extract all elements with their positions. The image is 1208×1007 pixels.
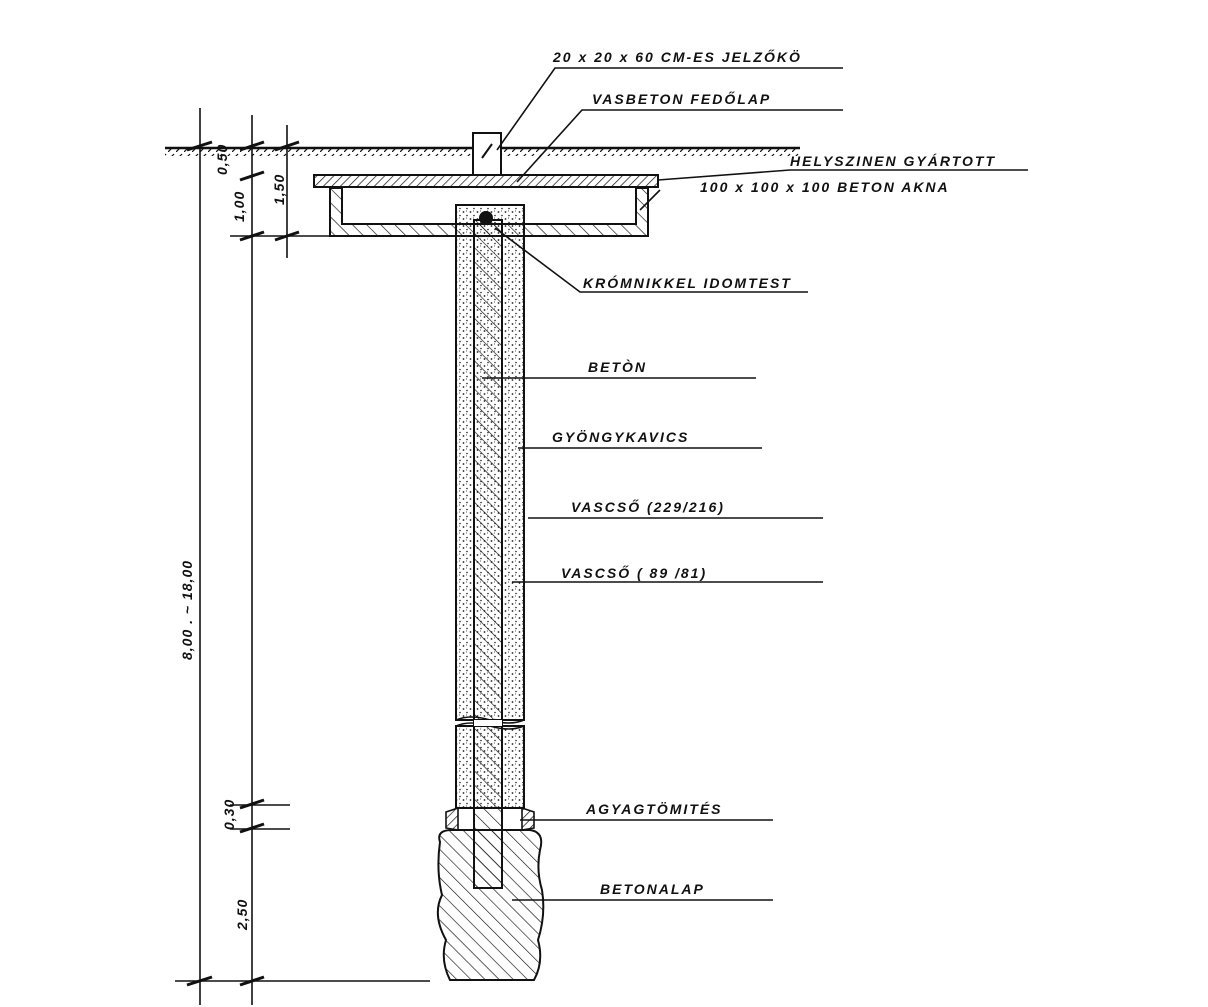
concrete-foundation (436, 829, 545, 981)
dim-250: 2,50 (234, 899, 250, 931)
chrome-nickel-fitting (479, 211, 493, 225)
cover-plate (313, 174, 659, 188)
label-vascso-outer: VASCSŐ (229/216) (571, 498, 725, 515)
label-betonalap: BETONALAP (600, 881, 705, 897)
label-jelzoko: 20 x 20 x 60 CM-ES JELZŐKÖ (552, 48, 802, 65)
label-beton: BETÒN (588, 358, 647, 375)
label-vascso-inner: VASCSŐ ( 89 /81) (561, 564, 707, 581)
label-gyongykavics: GYÖNGYKAVICS (552, 429, 689, 445)
leader-lines (482, 67, 1028, 901)
dim-100: 1,00 (231, 191, 247, 222)
dimension-lines (175, 108, 430, 1005)
dim-030: 0,30 (221, 799, 237, 830)
dim-total: 8,00 . ~ 18,00 (179, 560, 195, 660)
dim-150: 1,50 (271, 174, 287, 205)
label-akna-2: 100 x 100 x 100 BETON AKNA (700, 179, 950, 195)
label-idomtest: KRÓMNIKKEL IDOMTEST (583, 274, 792, 291)
label-fedolap: VASBETON FEDŐLAP (592, 90, 771, 107)
dim-050: 0,50 (214, 144, 230, 175)
inner-pipe (473, 219, 503, 889)
concrete-shaft (329, 187, 649, 237)
label-akna-1: HELYSZINEN GYÁRTOTT (790, 153, 996, 169)
clay-seal (445, 806, 535, 831)
marker-stone (472, 132, 502, 176)
label-agyag: AGYAGTÖMITÉS (585, 801, 723, 817)
